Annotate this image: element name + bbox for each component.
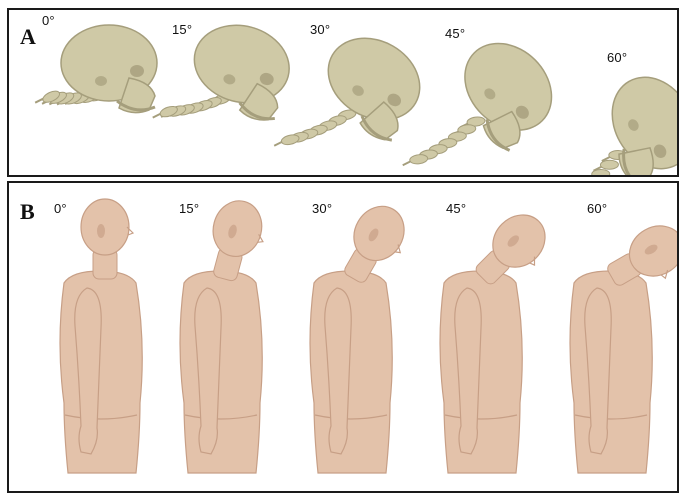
skull-60	[586, 62, 677, 175]
skull-figure-15	[153, 15, 298, 124]
skull-figure-60	[547, 62, 677, 175]
panel-a-skull-cervical-spine: A 0° 15° 30° 45° 60°	[7, 8, 679, 177]
body-figure-45	[440, 204, 559, 473]
body-illustrations	[9, 183, 677, 491]
skull-figure-30	[274, 22, 434, 146]
cervical-spine-45	[403, 116, 486, 165]
body-figure-30	[310, 197, 417, 473]
skull-figure-0	[35, 25, 157, 113]
cervical-spine-60	[547, 150, 627, 175]
head-0	[81, 199, 133, 279]
body-figure-0	[60, 199, 142, 473]
skull-figure-45	[403, 26, 569, 165]
panel-b-human-figures: B 0° 15° 30° 45° 60°	[7, 181, 679, 493]
cervical-spine-30	[274, 108, 357, 146]
body-figure-60	[570, 216, 677, 473]
body-figure-15	[180, 195, 272, 473]
skull-illustrations	[9, 10, 677, 175]
